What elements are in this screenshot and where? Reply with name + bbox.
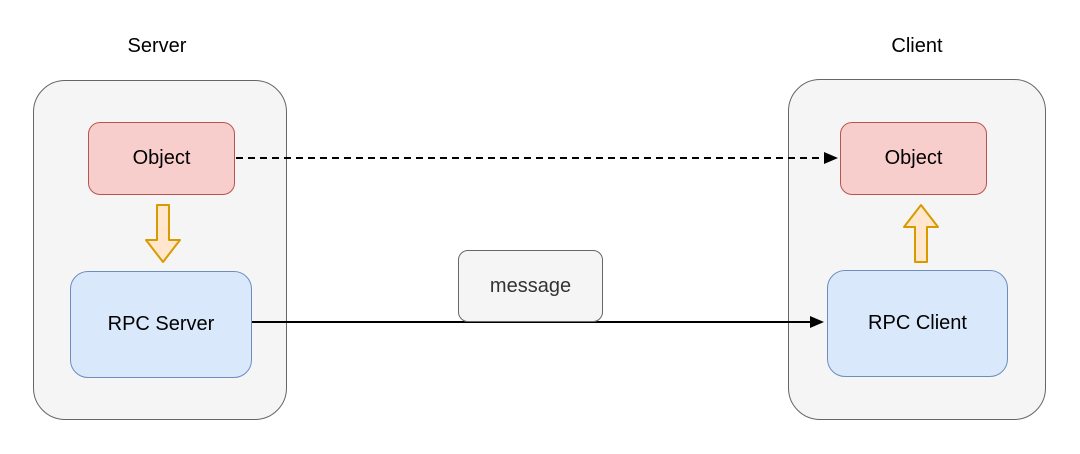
server-object-node: Object: [88, 122, 235, 195]
server-object-label: Object: [132, 147, 191, 169]
client-object-label: Object: [884, 147, 943, 169]
rpc-client-label: RPC Client: [868, 312, 967, 334]
message-node: message: [458, 250, 603, 322]
message-label: message: [489, 274, 572, 297]
rpc-server-node: RPC Server: [70, 271, 252, 378]
rpc-client-node: RPC Client: [827, 270, 1008, 377]
client-object-node: Object: [840, 122, 987, 195]
rpc-server-label: RPC Server: [107, 313, 215, 335]
client-group-title: Client: [891, 35, 943, 57]
server-group-title: Server: [127, 35, 187, 57]
